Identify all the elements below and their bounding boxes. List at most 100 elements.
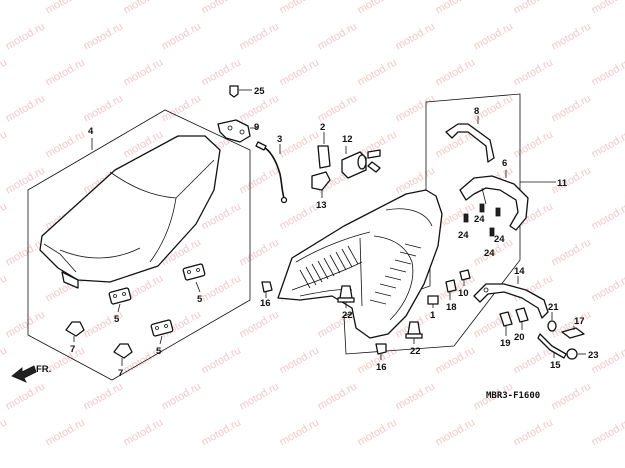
watermark-text: motod.ru [278,416,322,448]
watermark-text: motod.ru [122,56,166,88]
watermark-text: motod.ru [512,416,556,448]
bracket-2 [317,145,331,169]
callout-17: 17 [574,316,585,327]
callout-14: 14 [514,266,525,277]
watermark-text: motod.ru [394,380,438,412]
washer-21 [547,320,557,332]
watermark-text: motod.ru [4,380,48,412]
hatch-line [384,275,402,281]
watermark-text: motod.ru [4,164,48,196]
watermark-text: motod.ru [160,380,204,412]
watermark-text: motod.ru [238,380,282,412]
watermark-text: motod.ru [512,0,556,17]
callout-7a: 7 [70,344,75,355]
callout-13: 13 [316,200,327,211]
hatch-line [374,291,392,297]
callout-19: 19 [500,338,511,349]
hatch-line [399,251,417,257]
bush-19 [499,311,513,327]
callout-10: 10 [458,288,469,299]
spacer-20 [515,307,529,323]
callout-4: 4 [88,126,94,137]
bolt-17 [561,327,585,339]
callout-20: 20 [514,332,525,343]
watermark-text: motod.ru [200,0,244,17]
watermark-text: motod.ru [590,56,625,88]
hatch-line [317,260,329,280]
watermark-text: motod.ru [316,92,360,124]
latch-9 [217,119,251,143]
watermark-text: motod.ru [356,416,400,448]
rear-cowl-group: 11 8 6 24 24 24 24 16 [260,93,599,373]
watermark-text: motod.ru [550,20,594,52]
watermark-text: motod.ru [590,128,625,160]
watermark-text: motod.ru [394,92,438,124]
watermark-text: motod.ru [200,272,244,304]
diagram-code: MBR3-F1600 [486,391,540,401]
hatch-line [305,266,317,286]
callout-24b: 24 [474,214,485,225]
callout-21: 21 [548,302,559,313]
callout-23: 23 [588,350,599,361]
watermark-text: motod.ru [238,92,282,124]
rear-rail-14 [473,283,549,319]
watermark-text: motod.ru [44,56,88,88]
watermark-text: motod.ru [356,56,400,88]
front-label: FR. [36,364,51,375]
watermark-text: motod.ru [44,128,88,160]
callout-2: 2 [320,122,325,133]
watermark-text: motod.ru [160,92,204,124]
callout-15: 15 [550,360,561,371]
watermark-text: motod.ru [278,128,322,160]
watermark-text: motod.ru [356,0,400,17]
callout-18: 18 [446,302,457,313]
callout-11: 11 [557,178,568,189]
callout-24c: 24 [494,234,505,245]
rear-cowl-part [277,189,443,339]
watermark-text: motod.ru [200,416,244,448]
hatch-line [404,243,422,249]
rivet-16a [261,281,273,293]
watermark-text: motod.ru [0,272,9,304]
watermark-text: motod.ru [44,416,88,448]
watermark-text: motod.ru [122,0,166,17]
watermark-text: motod.ru [4,92,48,124]
watermark-text: motod.ru [0,200,9,232]
watermark-text: motod.ru [122,416,166,448]
watermark-text: motod.ru [0,56,9,88]
watermark-text: motod.ru [200,344,244,376]
watermark-text: motod.ru [4,20,48,52]
seat-group: 4 5 5 5 7 7 [27,109,251,381]
callout-5a: 5 [114,314,120,325]
hatch-line [389,267,407,273]
watermark-text: motod.ru [82,20,126,52]
callout-24d: 24 [484,248,495,259]
watermark-text: motod.ru [238,20,282,52]
hatch-line [335,251,347,271]
watermark-text: motod.ru [316,380,360,412]
hatch-line [379,283,397,289]
callout-16b: 16 [376,362,387,373]
watermark-text: motod.ru [512,56,556,88]
callout-6: 6 [502,158,507,169]
watermark-text: motod.ru [44,0,88,17]
nut-23 [566,348,578,360]
bolt-25 [229,85,239,98]
stay-13 [311,171,331,191]
watermark-text: motod.ru [4,308,48,340]
watermark-text: motod.ru [0,344,9,376]
callout-5b: 5 [197,294,203,305]
watermark-text: motod.ru [590,416,625,448]
watermark-text: motod.ru [434,0,478,17]
front-direction-arrow: FR. [11,364,51,383]
callout-12: 12 [342,134,353,145]
watermark-text: motod.ru [278,0,322,17]
collar-22a [337,285,355,303]
watermark-text: motod.ru [434,344,478,376]
watermark-text: motod.ru [316,20,360,52]
hatch-line [369,299,387,305]
watermark-text: motod.ru [434,416,478,448]
cable-3 [261,145,285,199]
watermark-text: motod.ru [82,380,126,412]
